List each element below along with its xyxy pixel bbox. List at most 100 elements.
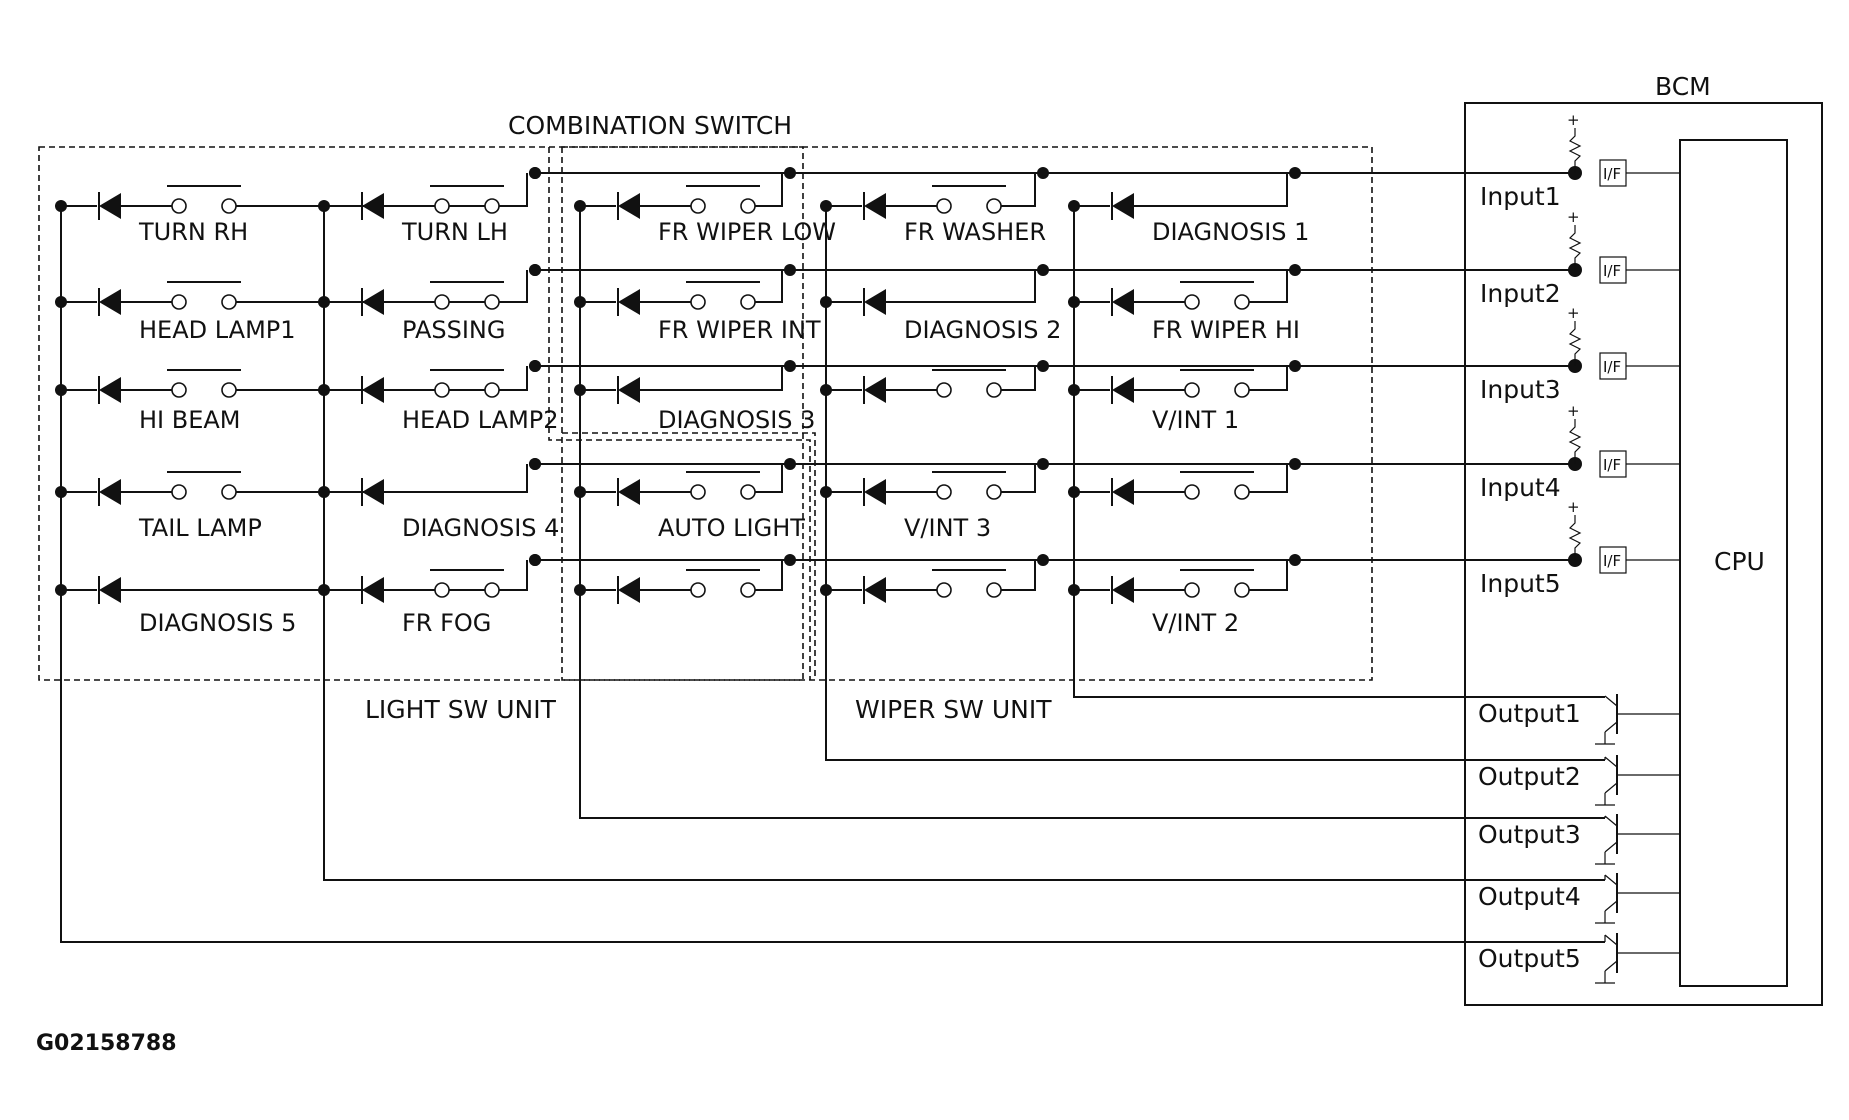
junction-dot (1289, 458, 1301, 470)
junction-dot (55, 200, 67, 212)
contact-icon (986, 582, 1002, 598)
cell-wire (1249, 560, 1288, 591)
switch-label: AUTO LIGHT (658, 514, 805, 542)
light-sw-unit-box (38, 146, 804, 681)
combination-switch-box (561, 146, 1373, 681)
switch-label: HEAD LAMP1 (139, 316, 296, 344)
switch-label: FR WIPER LOW (658, 218, 836, 246)
switch-label: TURN LH (401, 218, 508, 246)
junction-dot (574, 486, 586, 498)
contact-icon (936, 382, 952, 398)
contact-icon (171, 382, 187, 398)
switch-label: FR WIPER HI (1152, 316, 1300, 344)
pullup-label: + (1567, 402, 1580, 420)
junction-dot (318, 384, 330, 396)
junction-dot (529, 264, 541, 276)
transistor-collector (1604, 934, 1618, 946)
contact-icon (171, 294, 187, 310)
junction-dot (1037, 167, 1049, 179)
switch-cell: PASSING (318, 264, 541, 344)
diode-icon (864, 289, 886, 315)
diode-icon (99, 193, 121, 219)
cpu-label: CPU (1714, 547, 1765, 576)
interface-label: I/F (1603, 456, 1621, 474)
contact-icon (434, 294, 450, 310)
contact-icon (171, 484, 187, 500)
switch-cell: DIAGNOSIS 3 (574, 360, 815, 434)
contact-icon (986, 382, 1002, 398)
cell-wire (384, 464, 528, 493)
pullup-resistor-icon (1568, 128, 1582, 173)
contact-icon (1184, 484, 1200, 500)
cell-wire (1001, 464, 1036, 493)
ground-icon (1595, 793, 1615, 806)
output-bus-3 (579, 206, 1605, 819)
junction-dot (784, 360, 796, 372)
contact-icon (740, 484, 756, 500)
transistor-collector (1604, 815, 1618, 827)
junction-dot (318, 486, 330, 498)
switch-cell: V/INT 3 (820, 458, 1049, 542)
switch-label: HEAD LAMP2 (402, 406, 559, 434)
diode-icon (1112, 479, 1134, 505)
pullup-label: + (1567, 304, 1580, 322)
switch-label: DIAGNOSIS 5 (139, 609, 296, 637)
switch-cell: DIAGNOSIS 2 (820, 264, 1061, 344)
switch-cell: HEAD LAMP2 (318, 360, 559, 434)
diode-icon (618, 377, 640, 403)
cell-wire (1001, 560, 1036, 591)
contact-icon (740, 582, 756, 598)
cpu-box (1679, 139, 1788, 987)
junction-dot (1289, 360, 1301, 372)
output-label-2: Output2 (1478, 762, 1581, 791)
output-label-4: Output4 (1478, 882, 1581, 911)
junction-dot (1037, 554, 1049, 566)
junction-dot (55, 296, 67, 308)
switch-cell: AUTO LIGHT (574, 458, 805, 542)
wiper-sw-unit-label: WIPER SW UNIT (855, 695, 1052, 724)
interface-label: I/F (1603, 262, 1621, 280)
diode-icon (618, 193, 640, 219)
diode-icon (99, 289, 121, 315)
junction-dot (1068, 296, 1080, 308)
cell-wire (499, 366, 528, 391)
contact-icon (221, 382, 237, 398)
switch-cell: V/INT 1 (1068, 360, 1301, 434)
junction-dot (55, 486, 67, 498)
switch-label: V/INT 3 (904, 514, 991, 542)
transistor-collector (1604, 874, 1618, 886)
switch-label: TAIL LAMP (138, 514, 262, 542)
diode-icon (618, 479, 640, 505)
pullup-resistor-icon (1568, 515, 1582, 560)
contact-icon (740, 198, 756, 214)
bcm-io: +Input1I/F+Input2I/F+Input3I/F+Input4I/F… (1478, 111, 1680, 984)
junction-dot (784, 167, 796, 179)
output-label-3: Output3 (1478, 820, 1581, 849)
diode-icon (864, 377, 886, 403)
switch-cell: FR WIPER LOW (574, 167, 836, 246)
transistor-emitter (1604, 782, 1618, 794)
junction-dot (820, 384, 832, 396)
contact-icon (986, 484, 1002, 500)
contact-icon (1184, 582, 1200, 598)
diode-icon (1112, 577, 1134, 603)
switch-label: TURN RH (138, 218, 248, 246)
diode-icon (618, 289, 640, 315)
contact-icon (936, 582, 952, 598)
pullup-resistor-icon (1568, 419, 1582, 464)
output-bus-2 (323, 206, 1605, 881)
cell-wire (1249, 464, 1288, 493)
junction-dot (529, 167, 541, 179)
switch-label: FR WIPER INT (658, 316, 821, 344)
junction-dot (820, 296, 832, 308)
contact-icon (986, 198, 1002, 214)
contact-icon (936, 484, 952, 500)
cell-wire (755, 173, 783, 207)
switch-label: V/INT 2 (1152, 609, 1239, 637)
contact-icon (484, 382, 500, 398)
cell-wire (1001, 173, 1036, 207)
contact-icon (171, 198, 187, 214)
contact-icon (434, 382, 450, 398)
switch-label: PASSING (402, 316, 505, 344)
switch-cell (820, 554, 1049, 604)
